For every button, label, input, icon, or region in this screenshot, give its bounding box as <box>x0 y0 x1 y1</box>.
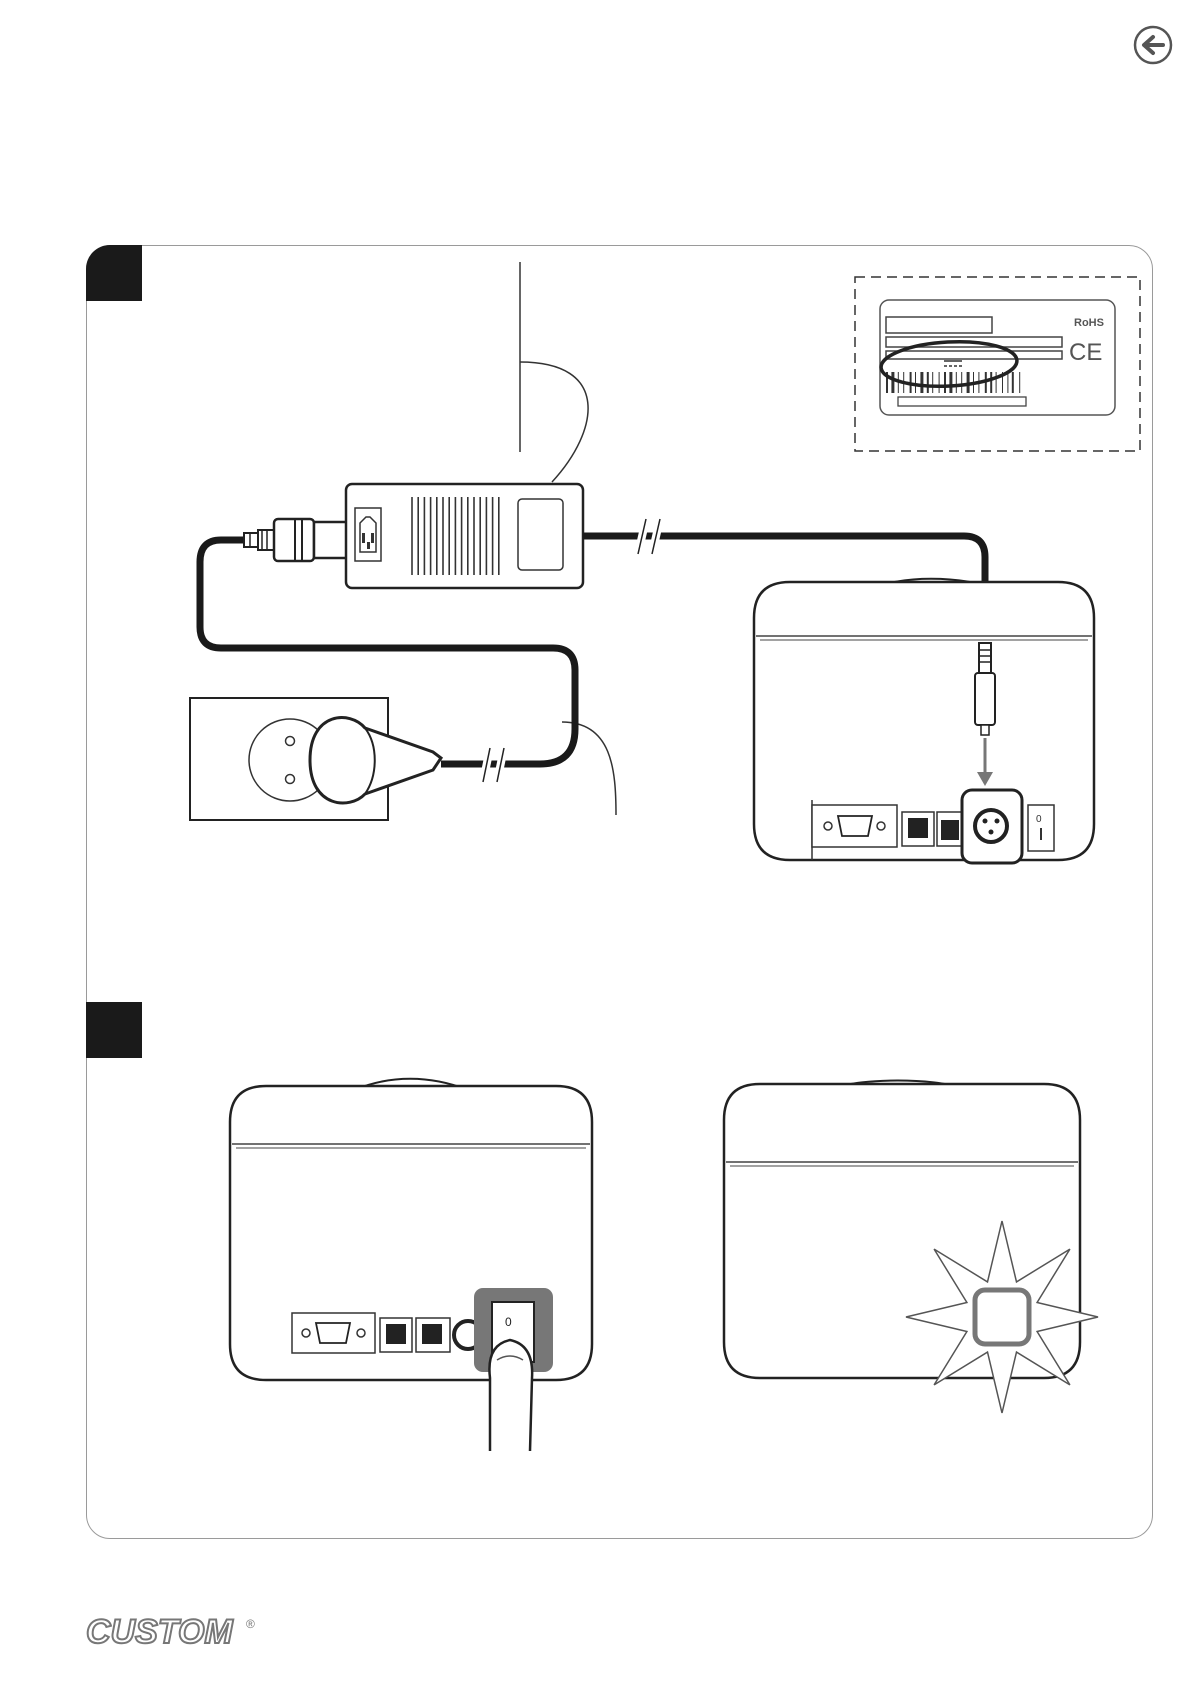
registered-mark: ® <box>246 1617 255 1631</box>
printer-rear-view: 0 <box>754 579 1094 863</box>
printer-front-view <box>724 1081 1098 1414</box>
ce-mark: CE <box>1069 339 1102 366</box>
iec-connector <box>244 519 348 561</box>
logo-wordmark: CUSTOM <box>86 1613 233 1650</box>
mains-plug <box>310 718 441 803</box>
power-supply-connection-figure: RoHS CE <box>0 0 1191 1000</box>
power-on-figure: 0 <box>0 1050 1191 1510</box>
printer-rear-switch: 0 <box>230 1079 592 1451</box>
svg-text:0: 0 <box>1036 814 1042 825</box>
rating-label: RoHS CE <box>855 277 1140 451</box>
power-supply-unit <box>346 484 583 588</box>
custom-logo: CUSTOM ® <box>86 1610 261 1650</box>
rohs-mark: RoHS <box>1074 317 1104 329</box>
status-led <box>975 1290 1029 1344</box>
svg-text:0: 0 <box>505 1315 512 1329</box>
